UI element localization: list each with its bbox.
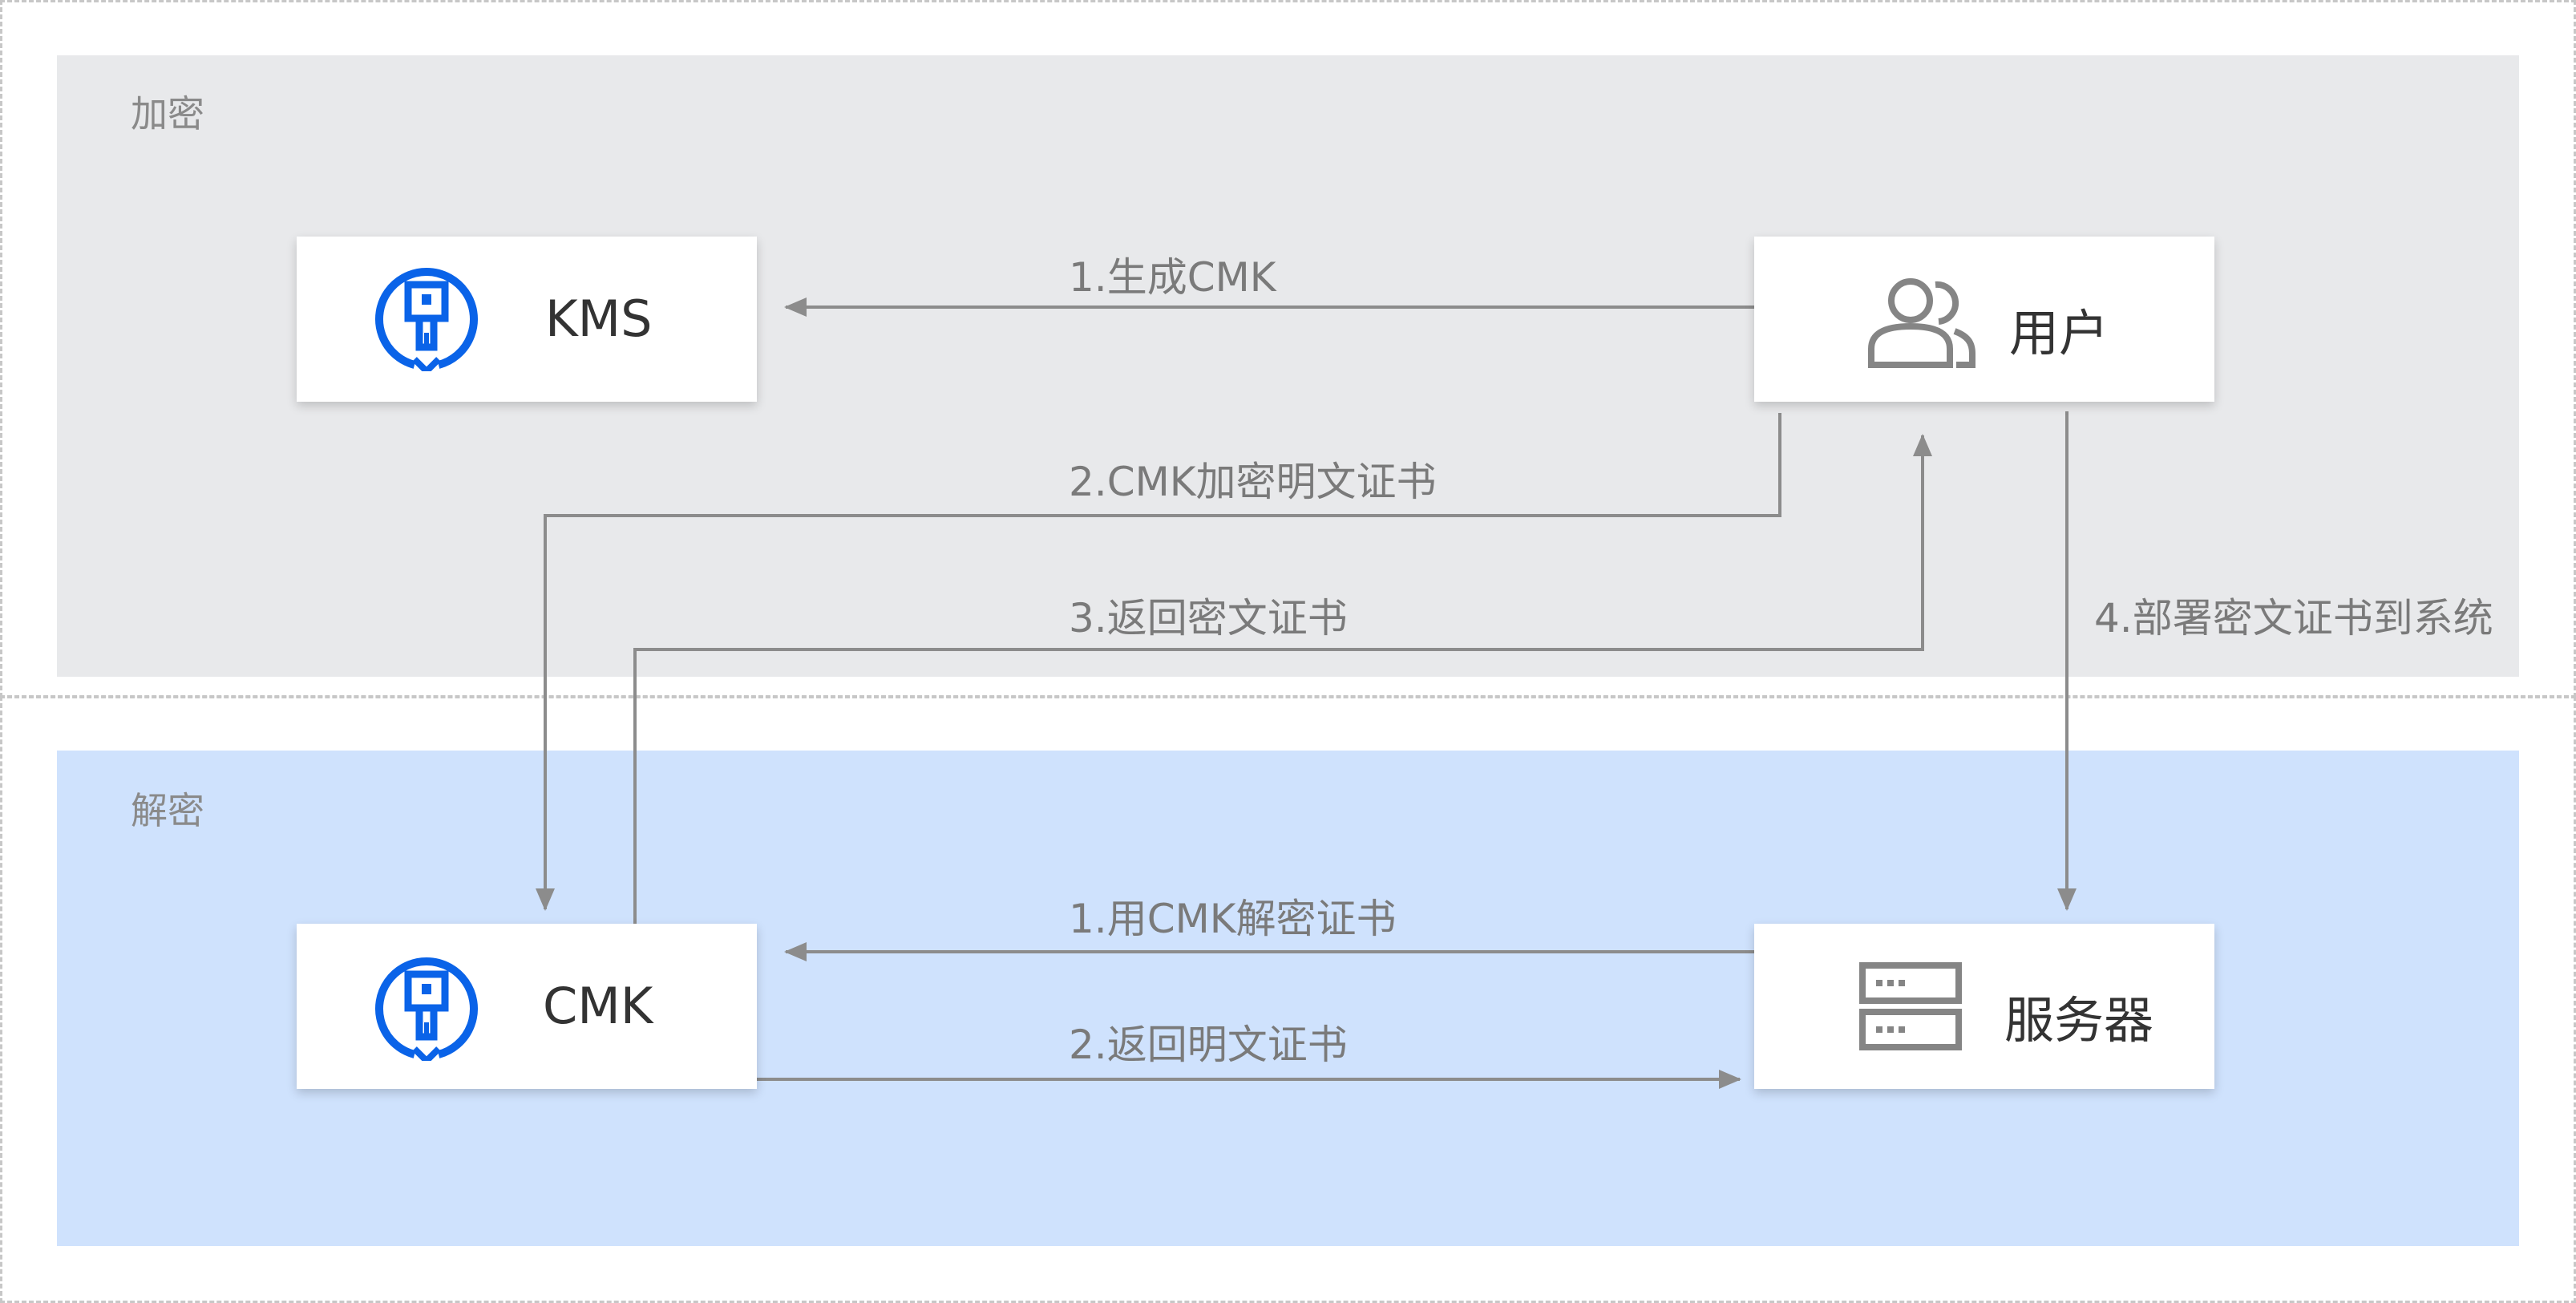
label-decrypt-cert: 1.用CMK解密证书 (1069, 896, 1397, 942)
label-return-plain: 2.返回明文证书 (1069, 1022, 1348, 1068)
cmk-node: CMK (297, 924, 757, 1089)
kms-label: KMS (545, 289, 653, 348)
arrow-return-cipher (633, 434, 1932, 924)
server-label: 服务器 (2004, 991, 2154, 1050)
key-icon (375, 957, 478, 1061)
decrypt-region-label: 解密 (131, 789, 204, 832)
label-cmk-encrypt: 2.CMK加密明文证书 (1069, 459, 1437, 505)
user-label: 用户 (2009, 304, 2109, 362)
server-icon (1859, 962, 1962, 1050)
label-generate-cmk: 1.生成CMK (1069, 254, 1276, 301)
label-deploy: 4.部署密文证书到系统 (2094, 595, 2493, 641)
label-return-cipher: 3.返回密文证书 (1069, 595, 1348, 641)
encrypt-region-label: 加密 (131, 92, 204, 136)
kms-node: KMS (297, 237, 757, 402)
cmk-label: CMK (543, 977, 653, 1035)
users-icon (1868, 278, 1975, 368)
decrypt-frame (0, 696, 2576, 1303)
server-node: 服务器 (1754, 924, 2214, 1089)
key-icon (375, 267, 478, 371)
arrow-cmk-encrypt (536, 413, 1781, 911)
user-node: 用户 (1754, 237, 2214, 402)
